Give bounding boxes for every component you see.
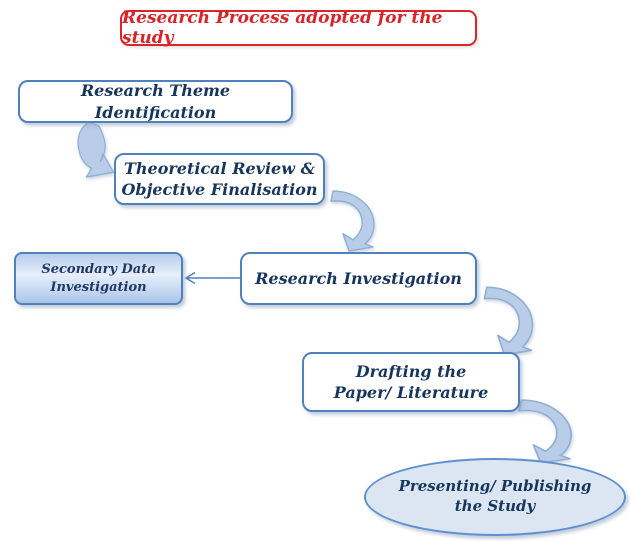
node-research-theme-identification: Research Theme Identification [18,80,293,123]
node-research-investigation: Research Investigation [240,252,477,305]
node-label-line1: Drafting the [355,361,467,381]
curved-arrow-review-to-investigation-icon [327,189,387,252]
node-label-line2: the Study [454,497,536,515]
node-presenting-publishing: Presenting/ Publishing the Study [364,458,626,536]
node-label-line2: Investigation [50,279,147,295]
node-label-line2: Paper/ Literature [333,383,489,402]
diagram-title-text: Research Process adopted for the study [122,8,443,48]
node-label-line1: Presenting/ Publishing [398,477,592,496]
curved-arrow-drafting-to-presenting-icon [514,398,587,464]
node-drafting-paper: Drafting the Paper/ Literature [302,352,520,412]
node-theoretical-review: Theoretical Review & Objective Finalisat… [114,153,325,205]
diagram-title: Research Process adopted for the study [120,8,477,48]
node-secondary-data-investigation: Secondary Data Investigation [14,252,183,305]
node-label-line2: Objective Finalisation [121,180,318,199]
left-arrow-investigation-to-secondary-icon [182,270,242,286]
node-label-line1: Theoretical Review & [123,158,316,178]
curved-arrow-investigation-to-drafting-icon [480,285,547,356]
node-label: Research Investigation [255,268,462,288]
node-label: Research Theme Identification [80,81,231,122]
node-label-line1: Secondary Data [41,262,156,278]
curved-arrow-theme-to-review-icon [74,120,118,178]
